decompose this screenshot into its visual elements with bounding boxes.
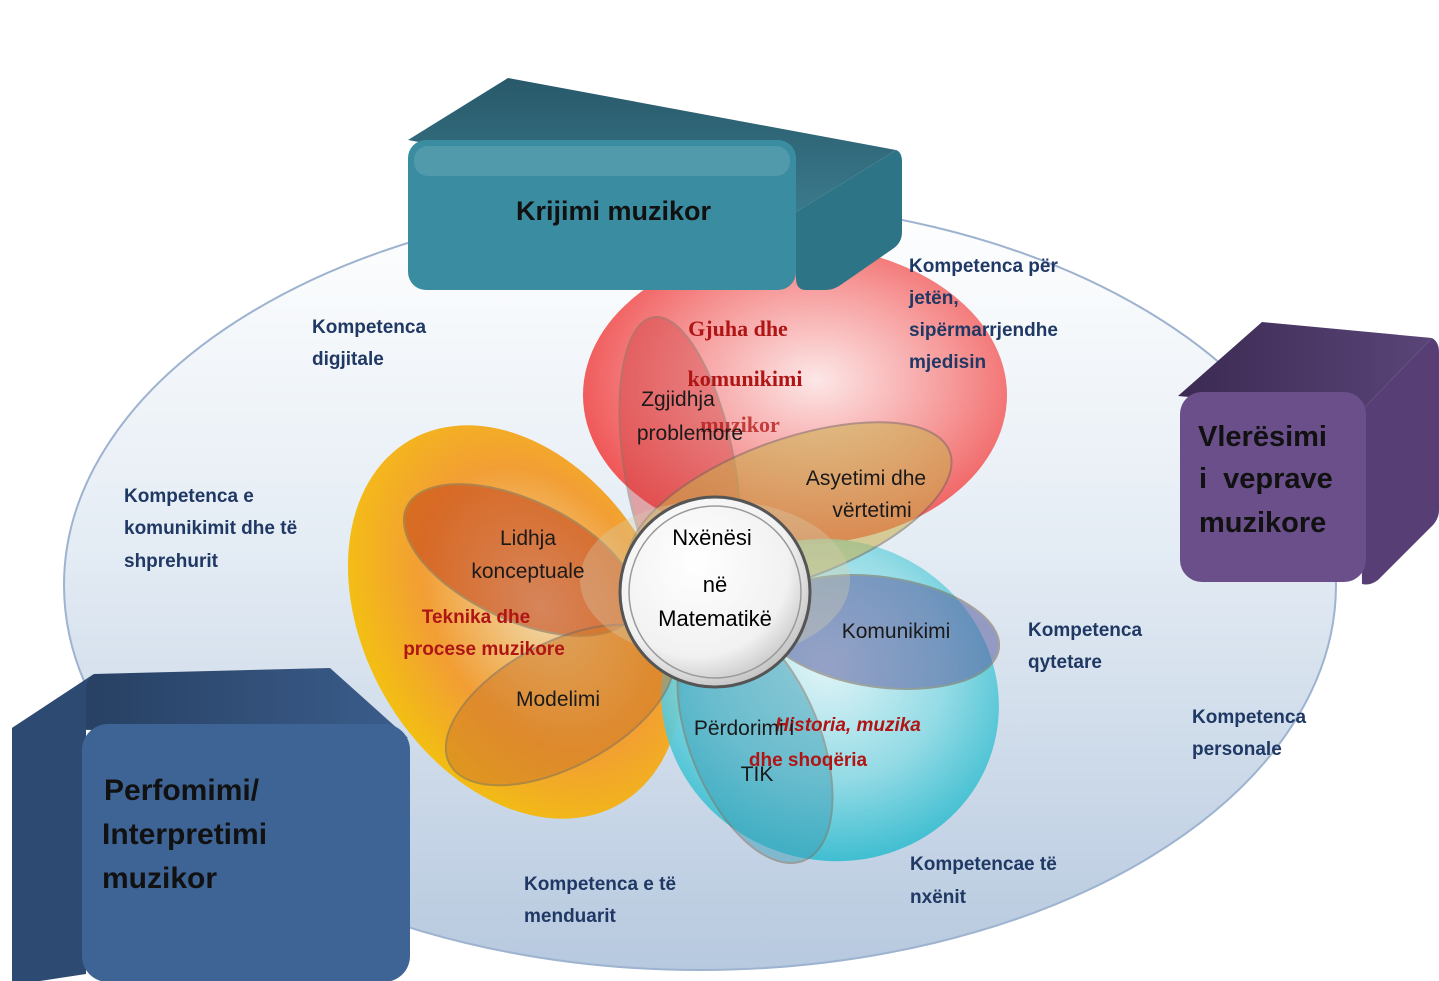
center-line-1: Nxënësi xyxy=(672,525,751,550)
center-circle-inner xyxy=(628,505,802,679)
competence-nxenit-line-2: nxënit xyxy=(910,887,967,908)
box-perfomimi: Perfomimi/ Interpretimi muzikor xyxy=(12,668,410,981)
box-krijimi-highlight xyxy=(414,146,790,176)
competence-digjitale-line-2: digjitale xyxy=(312,349,384,370)
box-perfomimi-side xyxy=(12,674,94,981)
competence-menduarit-line-2: menduarit xyxy=(524,906,617,927)
box-vleresimi-line-1: Vlerësimi xyxy=(1198,421,1327,453)
area-teknika-line-1: Teknika dhe xyxy=(422,607,530,628)
competence-qytetare-line-1: Kompetenca xyxy=(1028,620,1142,641)
process-zgjidhja-line-2: problemore xyxy=(637,422,743,445)
box-krijimi-side xyxy=(796,150,902,290)
competence-menduarit-line-1: Kompetenca e të xyxy=(524,874,676,895)
area-gjuha-line-1: Gjuha dhe xyxy=(688,316,788,341)
area-gjuha-line-3: muzikor xyxy=(700,412,780,437)
box-perfomimi-front xyxy=(82,724,410,981)
center-circle xyxy=(618,495,812,689)
box-krijimi: Krijimi muzikor xyxy=(408,78,902,290)
area-historia-line-2: dhe shoqëria xyxy=(749,750,868,771)
center-line-3: Matematikë xyxy=(658,606,772,631)
area-gjuha-line-2: komunikimi xyxy=(688,366,803,391)
competence-nxenit-line-1: Kompetencae të xyxy=(910,854,1057,875)
process-perdorimi-line-2: TIK xyxy=(741,763,774,786)
process-asyetimi-line-1: Asyetimi dhe xyxy=(806,467,926,490)
box-perfomimi-line-3: muzikor xyxy=(102,862,217,895)
box-krijimi-label: Krijimi muzikor xyxy=(516,196,712,226)
process-lidhja-line-1: Lidhja xyxy=(500,527,556,550)
competence-jeten-line-1: Kompetenca për xyxy=(909,256,1058,277)
box-vleresimi-top xyxy=(1178,322,1432,412)
box-vleresimi: Vlerësimi i veprave muzikore xyxy=(1178,322,1439,585)
competence-komunikimit-line-2: komunikimit dhe të xyxy=(124,518,297,539)
area-teknika-line-2: procese muzikore xyxy=(403,639,565,660)
box-vleresimi-side xyxy=(1360,338,1439,585)
competence-digjitale-line-1: Kompetenca xyxy=(312,317,426,338)
competence-komunikimit-line-1: Kompetenca e xyxy=(124,486,254,507)
competence-personale-line-2: personale xyxy=(1192,739,1282,760)
competence-jeten-line-3: sipërmarrjendhe xyxy=(909,320,1058,341)
box-vleresimi-line-2: i veprave xyxy=(1199,463,1333,495)
area-historia-line-1: Historia, muzika xyxy=(775,715,921,736)
competence-qytetare-line-2: qytetare xyxy=(1028,652,1102,673)
process-modelimi: Modelimi xyxy=(516,688,600,711)
box-perfomimi-top xyxy=(12,668,408,738)
process-komunikimi: Komunikimi xyxy=(842,620,951,643)
competence-jeten-line-4: mjedisin xyxy=(909,352,986,373)
competence-komunikimit-line-3: shprehurit xyxy=(124,551,219,572)
process-asyetimi-line-2: vërtetimi xyxy=(832,499,911,522)
box-perfomimi-line-1: Perfomimi/ xyxy=(104,774,260,807)
competence-jeten-line-2: jetën, xyxy=(908,288,959,309)
process-perdorimi-line-1: Përdorimi i xyxy=(694,717,794,740)
box-vleresimi-line-3: muzikore xyxy=(1199,507,1326,539)
box-krijimi-front xyxy=(408,140,796,290)
box-vleresimi-front xyxy=(1180,392,1366,582)
competence-personale-line-1: Kompetenca xyxy=(1192,707,1306,728)
center-line-2: në xyxy=(703,572,727,597)
process-zgjidhja-line-1: Zgjidhja xyxy=(641,388,715,411)
box-perfomimi-line-2: Interpretimi xyxy=(102,818,267,851)
process-lidhja-line-2: konceptuale xyxy=(471,560,584,583)
